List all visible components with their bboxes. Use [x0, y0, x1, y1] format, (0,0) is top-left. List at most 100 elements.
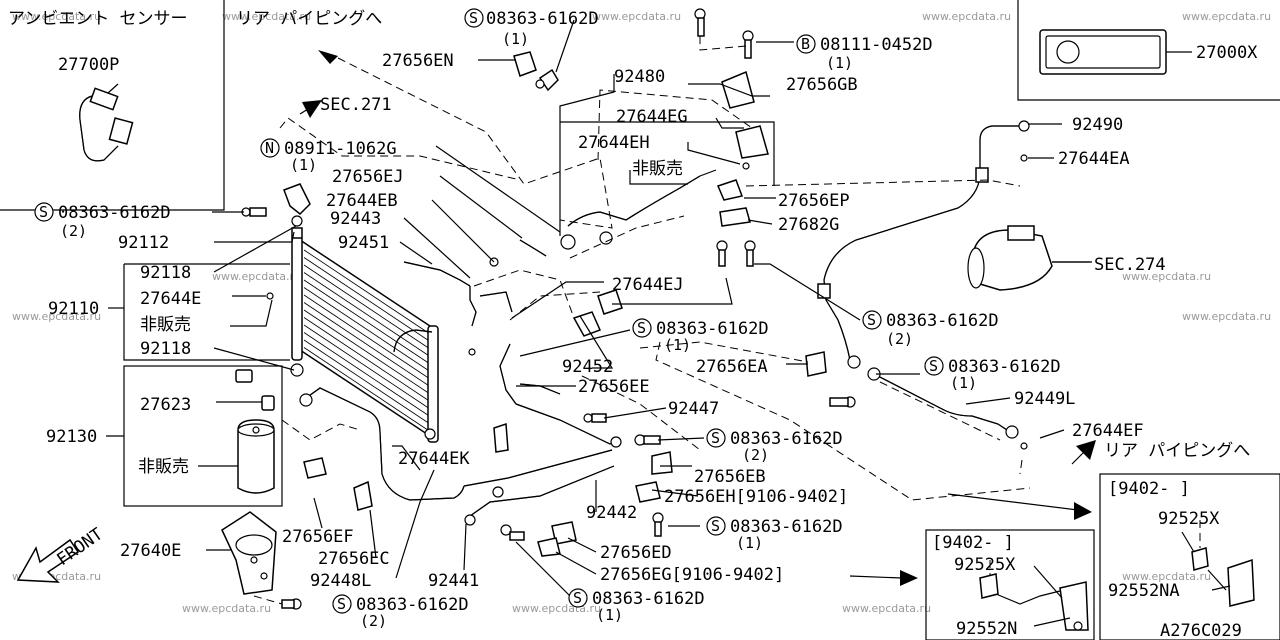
watermark: www.epcdata.ru	[12, 10, 101, 23]
label-92451: 92451	[338, 233, 389, 253]
condenser-fin	[303, 347, 431, 432]
watermarks: www.epcdata.ru www.epcdata.ru www.epcdat…	[12, 10, 1271, 615]
label-92118b: 92118	[140, 339, 191, 359]
badge-letter: B	[801, 35, 810, 53]
label-92448L: 92448L	[310, 571, 371, 591]
badge-letter: S	[929, 357, 938, 375]
screw-badge	[924, 356, 944, 376]
watermark: www.epcdata.ru	[12, 310, 101, 323]
condenser-box-frame	[123, 263, 290, 361]
screw-badge	[568, 588, 588, 608]
condenser-fin	[303, 324, 431, 410]
screw-badge	[464, 8, 484, 28]
label-27656EH: 27656EH[9106-9402]	[664, 487, 848, 507]
sensor-box-frame	[0, 0, 225, 211]
label-27644EJ: 27644EJ	[612, 275, 684, 295]
watermark: www.epcdata.ru	[222, 10, 311, 23]
label-27640E: 27640E	[120, 541, 181, 561]
watermark: www.epcdata.ru	[1182, 310, 1271, 323]
watermark: www.epcdata.ru	[592, 10, 681, 23]
badge-letter: S	[337, 595, 346, 613]
label-sec271: SEC.271	[320, 95, 392, 115]
label-08363i: 08363-6162D	[592, 589, 705, 609]
label-08363f: 08363-6162D	[730, 429, 843, 449]
label-27682G: 27682G	[778, 215, 839, 235]
inset-box-left	[925, 529, 1095, 640]
qty-08111: (1)	[826, 54, 853, 72]
qty-08363g: (1)	[736, 534, 763, 552]
condenser-fin	[303, 264, 431, 350]
condenser-fin	[303, 257, 431, 342]
label-92112: 92112	[118, 233, 169, 253]
label-08363g: 08363-6162D	[730, 517, 843, 537]
label-rear-piping-right: リア パイピングへ	[1104, 441, 1250, 461]
nut-badge	[260, 138, 280, 158]
label-92449L: 92449L	[1014, 389, 1075, 409]
qty-08363b: (2)	[60, 222, 87, 240]
label-92442: 92442	[586, 503, 637, 523]
label-27644EF: 27644EF	[1072, 421, 1144, 441]
screw-badge	[332, 594, 352, 614]
label-27656EP: 27656EP	[778, 191, 850, 211]
ambient-sensor	[79, 83, 134, 162]
bolt-badge	[796, 34, 816, 54]
condenser-fin	[303, 309, 431, 395]
condenser-fin	[303, 272, 431, 357]
label-27656ED: 27656ED	[600, 543, 672, 563]
label-92443: 92443	[330, 209, 381, 229]
qty-08363h: (2)	[360, 612, 387, 630]
label-08363e: 08363-6162D	[948, 357, 1061, 377]
label-92118a: 92118	[140, 263, 191, 283]
condenser-fin	[303, 249, 431, 335]
label-27700P: 27700P	[58, 55, 119, 75]
label-08363d: 08363-6162D	[656, 319, 769, 339]
small-parts	[241, 8, 1255, 631]
label-drawing-no: A276C029	[1160, 621, 1242, 640]
label-27656EG: 27656EG[9106-9402]	[600, 565, 784, 585]
label-27656EC: 27656EC	[318, 549, 390, 569]
label-27656EA: 27656EA	[696, 357, 768, 377]
label-hihanbai-top: 非販売	[632, 159, 683, 179]
qty-08911: (1)	[290, 156, 317, 174]
condenser-fin	[303, 339, 431, 425]
label-27656GB: 27656GB	[786, 75, 858, 95]
screw-badge	[34, 202, 54, 222]
condenser-fin	[303, 317, 431, 402]
label-9402a: [9402- ]	[1108, 479, 1190, 499]
label-9402b: [9402- ]	[932, 533, 1014, 553]
label-sec274: SEC.274	[1094, 255, 1166, 275]
condenser-fin	[303, 332, 431, 417]
label-27644EG: 27644EG	[616, 107, 688, 127]
watermark: www.epcdata.ru	[922, 10, 1011, 23]
qty-08363c: (2)	[886, 330, 913, 348]
label-92447: 92447	[668, 399, 719, 419]
badge-letter: S	[573, 589, 582, 607]
label-27000X: 27000X	[1196, 43, 1258, 63]
label-92130: 92130	[46, 427, 97, 447]
label-27644E: 27644E	[140, 289, 201, 309]
inset-box-right	[1099, 473, 1280, 640]
condenser	[290, 215, 439, 443]
label-27644EB: 27644EB	[326, 191, 398, 211]
condenser-fin	[303, 287, 431, 372]
screw-badge	[706, 428, 726, 448]
label-sensor-title: アンビエント センサー	[8, 9, 188, 29]
label-27644EA: 27644EA	[1058, 149, 1130, 169]
label-92490: 92490	[1072, 115, 1123, 135]
label-27656EJ: 27656EJ	[332, 167, 404, 187]
watermark: www.epcdata.ru	[1182, 10, 1271, 23]
label-08363h: 08363-6162D	[356, 595, 469, 615]
qty-08363a: (1)	[502, 30, 529, 48]
holder-27640E	[221, 511, 277, 595]
label-27644EH: 27644EH	[578, 133, 650, 153]
label-92480: 92480	[614, 67, 665, 87]
qty-08363e: (1)	[950, 374, 977, 392]
qty-08363i: (1)	[596, 606, 623, 624]
badge-letter: S	[867, 311, 876, 329]
label-27623: 27623	[140, 395, 191, 415]
label-box-frame	[1017, 0, 1280, 101]
badge-letter: S	[39, 203, 48, 221]
label-front: FRONT	[53, 524, 106, 570]
